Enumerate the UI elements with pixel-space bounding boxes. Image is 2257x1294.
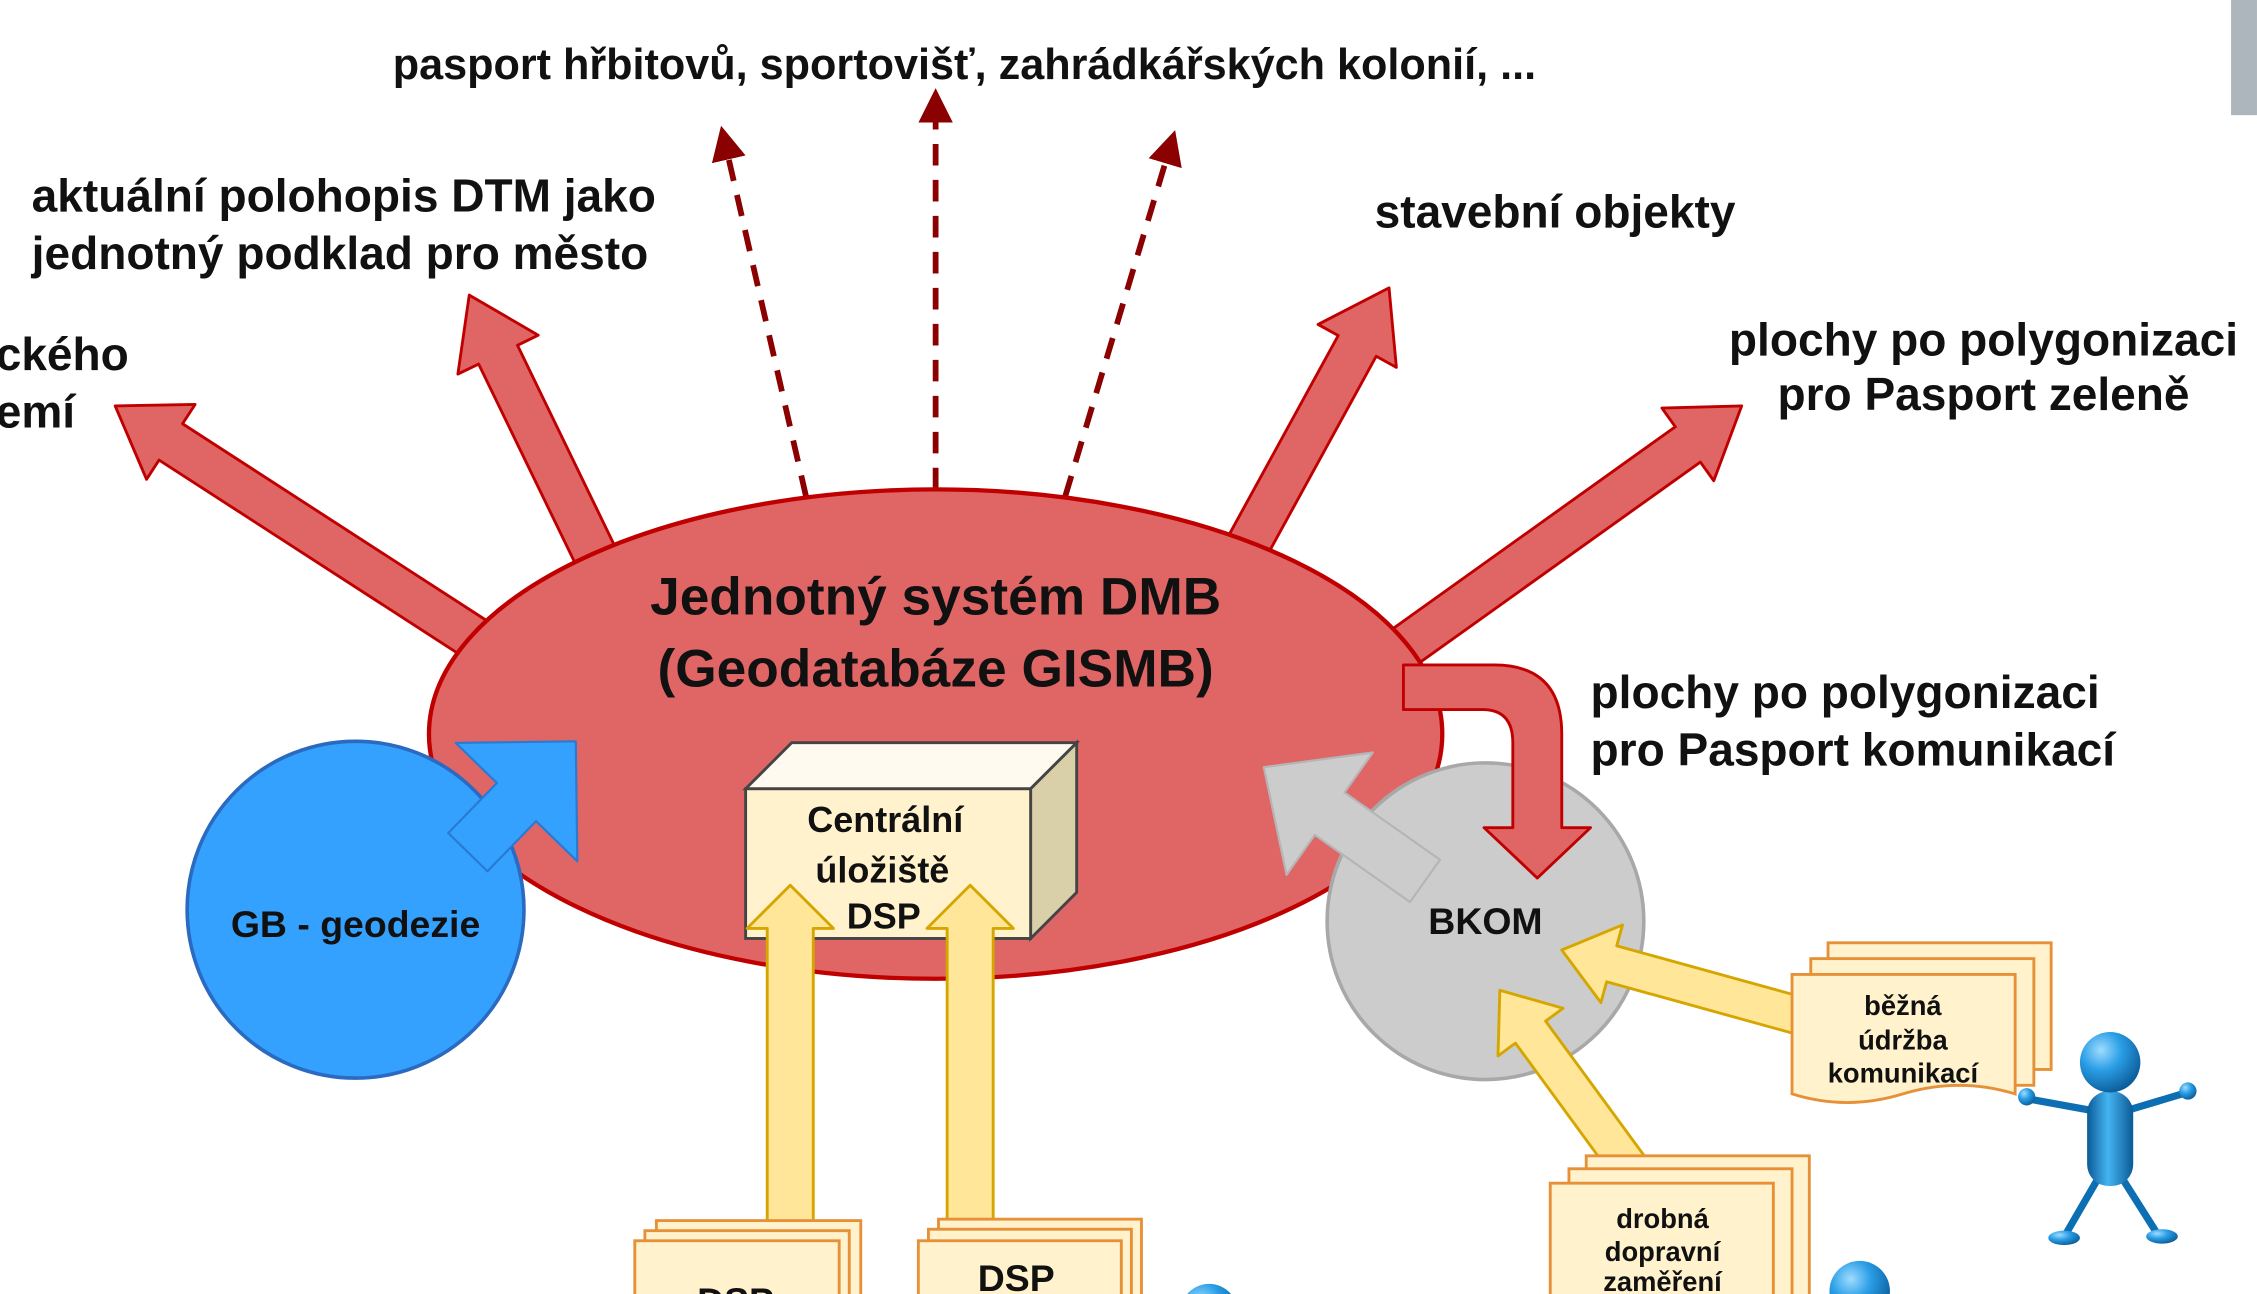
survey-doc-line2: dopravní: [1605, 1236, 1722, 1267]
doc-page-front: [1548, 1181, 1775, 1294]
doc-page: [633, 1239, 841, 1294]
roads-label-line1: plochy po polygonizaci: [1591, 666, 2100, 718]
storage-box-top: [742, 741, 1081, 791]
dashed-arrow-left: [711, 125, 809, 498]
figure-hand-left: [2018, 1088, 2036, 1106]
figure-foot-left: [2048, 1230, 2080, 1246]
figure-head: [2079, 1032, 2141, 1093]
doc-page-front: [1790, 973, 2017, 1104]
storage-label-line1: Centrální: [807, 799, 964, 840]
arrow-dsp2-to-storage: [925, 883, 1015, 1254]
dsp-doc-stack-1: [633, 1219, 863, 1294]
central-system-subtitle: (Geodatabáze GISMB): [657, 640, 1213, 699]
roads-label-line2: pro Pasport komunikací: [1591, 724, 2118, 776]
person-figure-icon: [2018, 1032, 2197, 1246]
figure-leg-left: [2063, 1173, 2103, 1236]
partial-figure-head: [1829, 1260, 1890, 1294]
figure-arm-right: [2120, 1090, 2186, 1115]
arrow-to-dtm-label: [456, 293, 623, 580]
dtm-label-line2: jednotný podklad pro město: [31, 227, 649, 279]
figure-body: [2087, 1091, 2134, 1187]
dashed-arrow-right: [1062, 130, 1182, 498]
gb-geodesy-node: [185, 739, 526, 1080]
arrow-to-left-label: [113, 403, 496, 663]
bkom-label: BKOM: [1428, 900, 1542, 942]
arrow-dsp1-to-storage: [745, 883, 835, 1254]
gb-geodesy-label: GB - geodezie: [231, 903, 480, 945]
cut-label-line2: emí: [0, 385, 77, 437]
maintenance-doc-stack: [1790, 941, 2053, 1104]
arrow-to-buildings-label: [1220, 286, 1398, 571]
arrow-to-greenery-label: [1379, 404, 1744, 674]
arrow-gb-to-system: [447, 740, 579, 873]
greenery-label-line2: pro Pasport zeleně: [1777, 368, 2189, 420]
curved-arrow-system-to-bkom: [1401, 663, 1592, 880]
buildings-label: stavební objekty: [1375, 185, 1736, 237]
central-system-ellipse: [426, 487, 1445, 981]
maintenance-doc-line2: údržba: [1858, 1024, 1948, 1055]
survey-doc-line1: drobná: [1616, 1203, 1709, 1234]
corner-bar: [2231, 0, 2257, 116]
greenery-label-line1: plochy po polygonizaci: [1729, 314, 2238, 366]
central-system-title: Jednotný systém DMB: [650, 568, 1221, 627]
partial-figure-head: [1187, 1283, 1231, 1294]
figure-foot-right: [2146, 1229, 2178, 1244]
maintenance-doc-line3: komunikací: [1828, 1057, 1980, 1088]
top-label: pasport hřbitovů, sportovišť, zahrádkářs…: [393, 41, 1536, 89]
figure-leg-right: [2118, 1173, 2160, 1236]
dsp-doc-1-label: DSP: [697, 1280, 774, 1294]
maintenance-doc-line1: běžná: [1864, 990, 1942, 1021]
dtm-label-line1: aktuální polohopis DTM jako: [32, 170, 656, 222]
storage-label-line3: DSP: [847, 895, 921, 936]
dsp-doc-2-label: DSP: [978, 1257, 1055, 1294]
cut-label-line1: ckého: [0, 328, 129, 380]
figure-arm-left: [2028, 1096, 2100, 1115]
dsp-doc-stack-2: [916, 1217, 1143, 1294]
arrow-bkom-to-system: [1262, 751, 1442, 904]
storage-label-line2: úložiště: [815, 849, 949, 890]
survey-doc-line3: zaměření: [1603, 1266, 1723, 1294]
doc-page: [916, 1239, 1123, 1294]
survey-doc-stack: [1548, 1154, 1811, 1294]
figure-hand-right: [2179, 1082, 2197, 1100]
arrow-maintenance-to-bkom: [1560, 923, 1813, 1038]
